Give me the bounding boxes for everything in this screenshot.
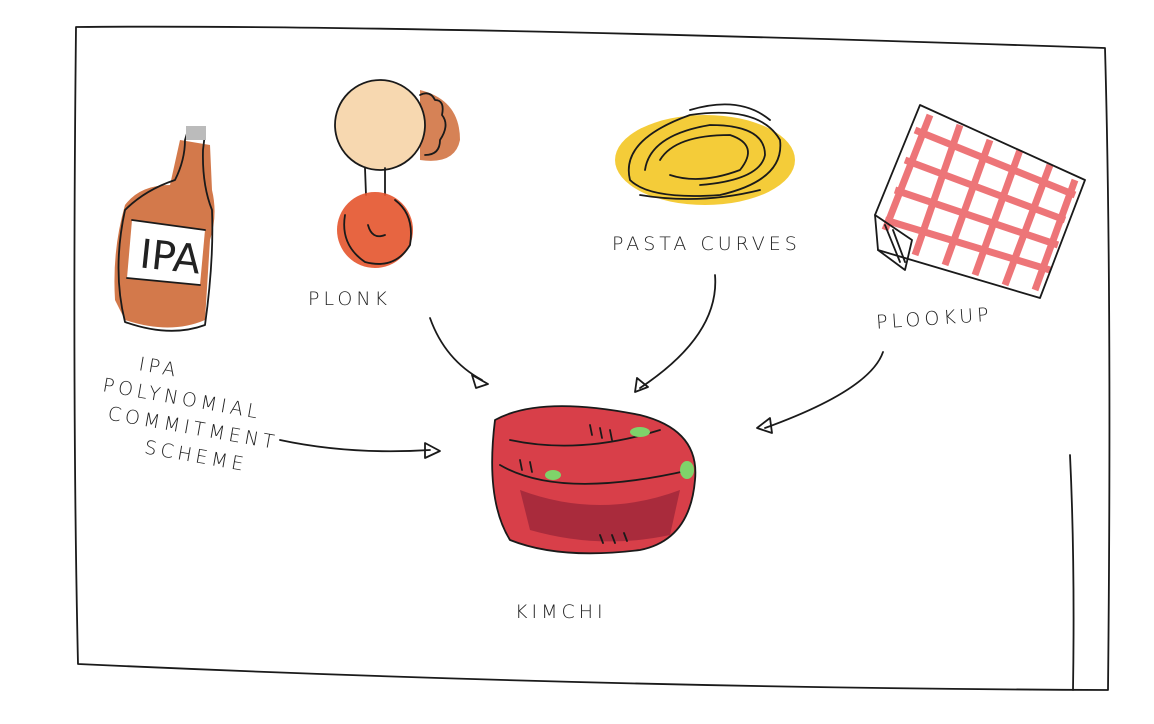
kimchi-icon xyxy=(491,405,697,555)
ipa-label: IPA POLYNOMIAL COMMITMENT SCHEME xyxy=(101,353,280,476)
plookup-icon xyxy=(874,104,1086,299)
bottle-label: IPA xyxy=(138,232,204,284)
kimchi-label: KIMCHI xyxy=(515,601,607,623)
ipa-bottle-icon: IPA xyxy=(114,126,215,332)
arrow-pasta-to-kimchi xyxy=(634,274,717,393)
arrow-plookup-to-kimchi xyxy=(756,351,884,434)
arrow-plonk-to-kimchi xyxy=(429,317,489,389)
pasta-icon xyxy=(615,103,795,205)
plonk-icon xyxy=(334,79,460,268)
arrow-ipa-to-kimchi xyxy=(279,439,441,459)
plonk-label: PLONK xyxy=(308,288,391,310)
ipa-label-line: IPA xyxy=(137,353,181,382)
frame-border xyxy=(73,25,1111,691)
plookup-label: PLOOKUP xyxy=(875,304,993,334)
pasta-curves-label: PASTA CURVES xyxy=(612,233,801,255)
frame-mark xyxy=(1069,454,1075,691)
